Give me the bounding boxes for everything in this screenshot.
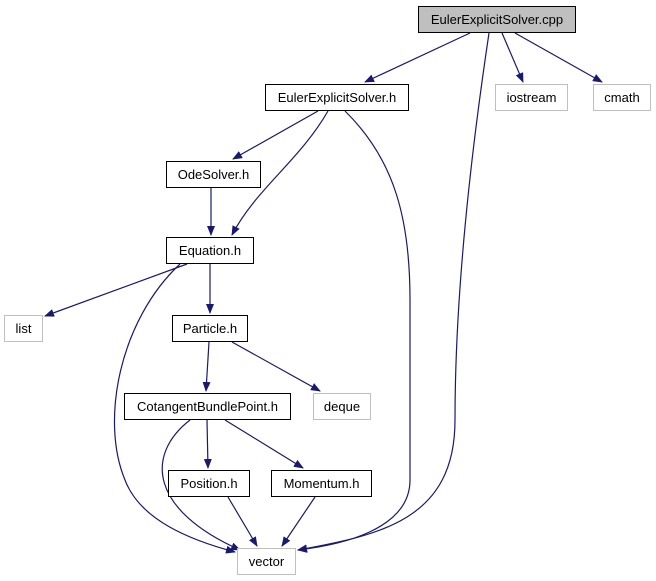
edge-eulerexplicitsolver-h-to-equation-h xyxy=(231,110,329,236)
node-vector: vector xyxy=(237,548,296,575)
node-cotangentbundlepoint-h[interactable]: CotangentBundlePoint.h xyxy=(124,393,291,420)
edge-eulerexplicitsolver-cpp-to-cmath xyxy=(514,32,603,83)
node-eulerexplicitsolver-cpp: EulerExplicitSolver.cpp xyxy=(418,6,576,33)
edge-cotangentbundlepoint-h-to-momentum-h xyxy=(224,419,304,469)
node-odesolver-h[interactable]: OdeSolver.h xyxy=(166,161,261,188)
edge-eulerexplicitsolver-cpp-to-eulerexplicitsolver-h xyxy=(364,32,471,83)
node-eulerexplicitsolver-h[interactable]: EulerExplicitSolver.h xyxy=(265,84,409,111)
edge-eulerexplicitsolver-cpp-to-iostream xyxy=(501,32,524,83)
edge-momentum-h-to-vector xyxy=(281,496,316,547)
node-deque: deque xyxy=(313,393,371,420)
node-cmath: cmath xyxy=(593,84,651,111)
edge-eulerexplicitsolver-cpp-to-vector xyxy=(297,32,490,553)
node-momentum-h[interactable]: Momentum.h xyxy=(271,470,372,497)
edge-cotangentbundlepoint-h-to-vector xyxy=(161,419,241,551)
node-position-h[interactable]: Position.h xyxy=(168,470,250,497)
node-particle-h[interactable]: Particle.h xyxy=(172,315,248,342)
node-equation-h[interactable]: Equation.h xyxy=(166,237,254,264)
edge-equation-h-to-list xyxy=(44,263,188,317)
edge-particle-h-to-deque xyxy=(231,341,321,392)
edge-eulerexplicitsolver-h-to-odesolver-h xyxy=(232,110,319,160)
edge-equation-h-to-vector xyxy=(113,263,236,554)
node-list: list xyxy=(4,315,43,342)
node-iostream: iostream xyxy=(495,84,568,111)
edge-position-h-to-vector xyxy=(227,496,258,547)
edge-particle-h-to-cotangentbundlepoint-h xyxy=(202,341,211,392)
edge-cotangentbundlepoint-h-to-position-h xyxy=(203,419,212,469)
edge-eulerexplicitsolver-h-to-vector xyxy=(297,110,411,553)
